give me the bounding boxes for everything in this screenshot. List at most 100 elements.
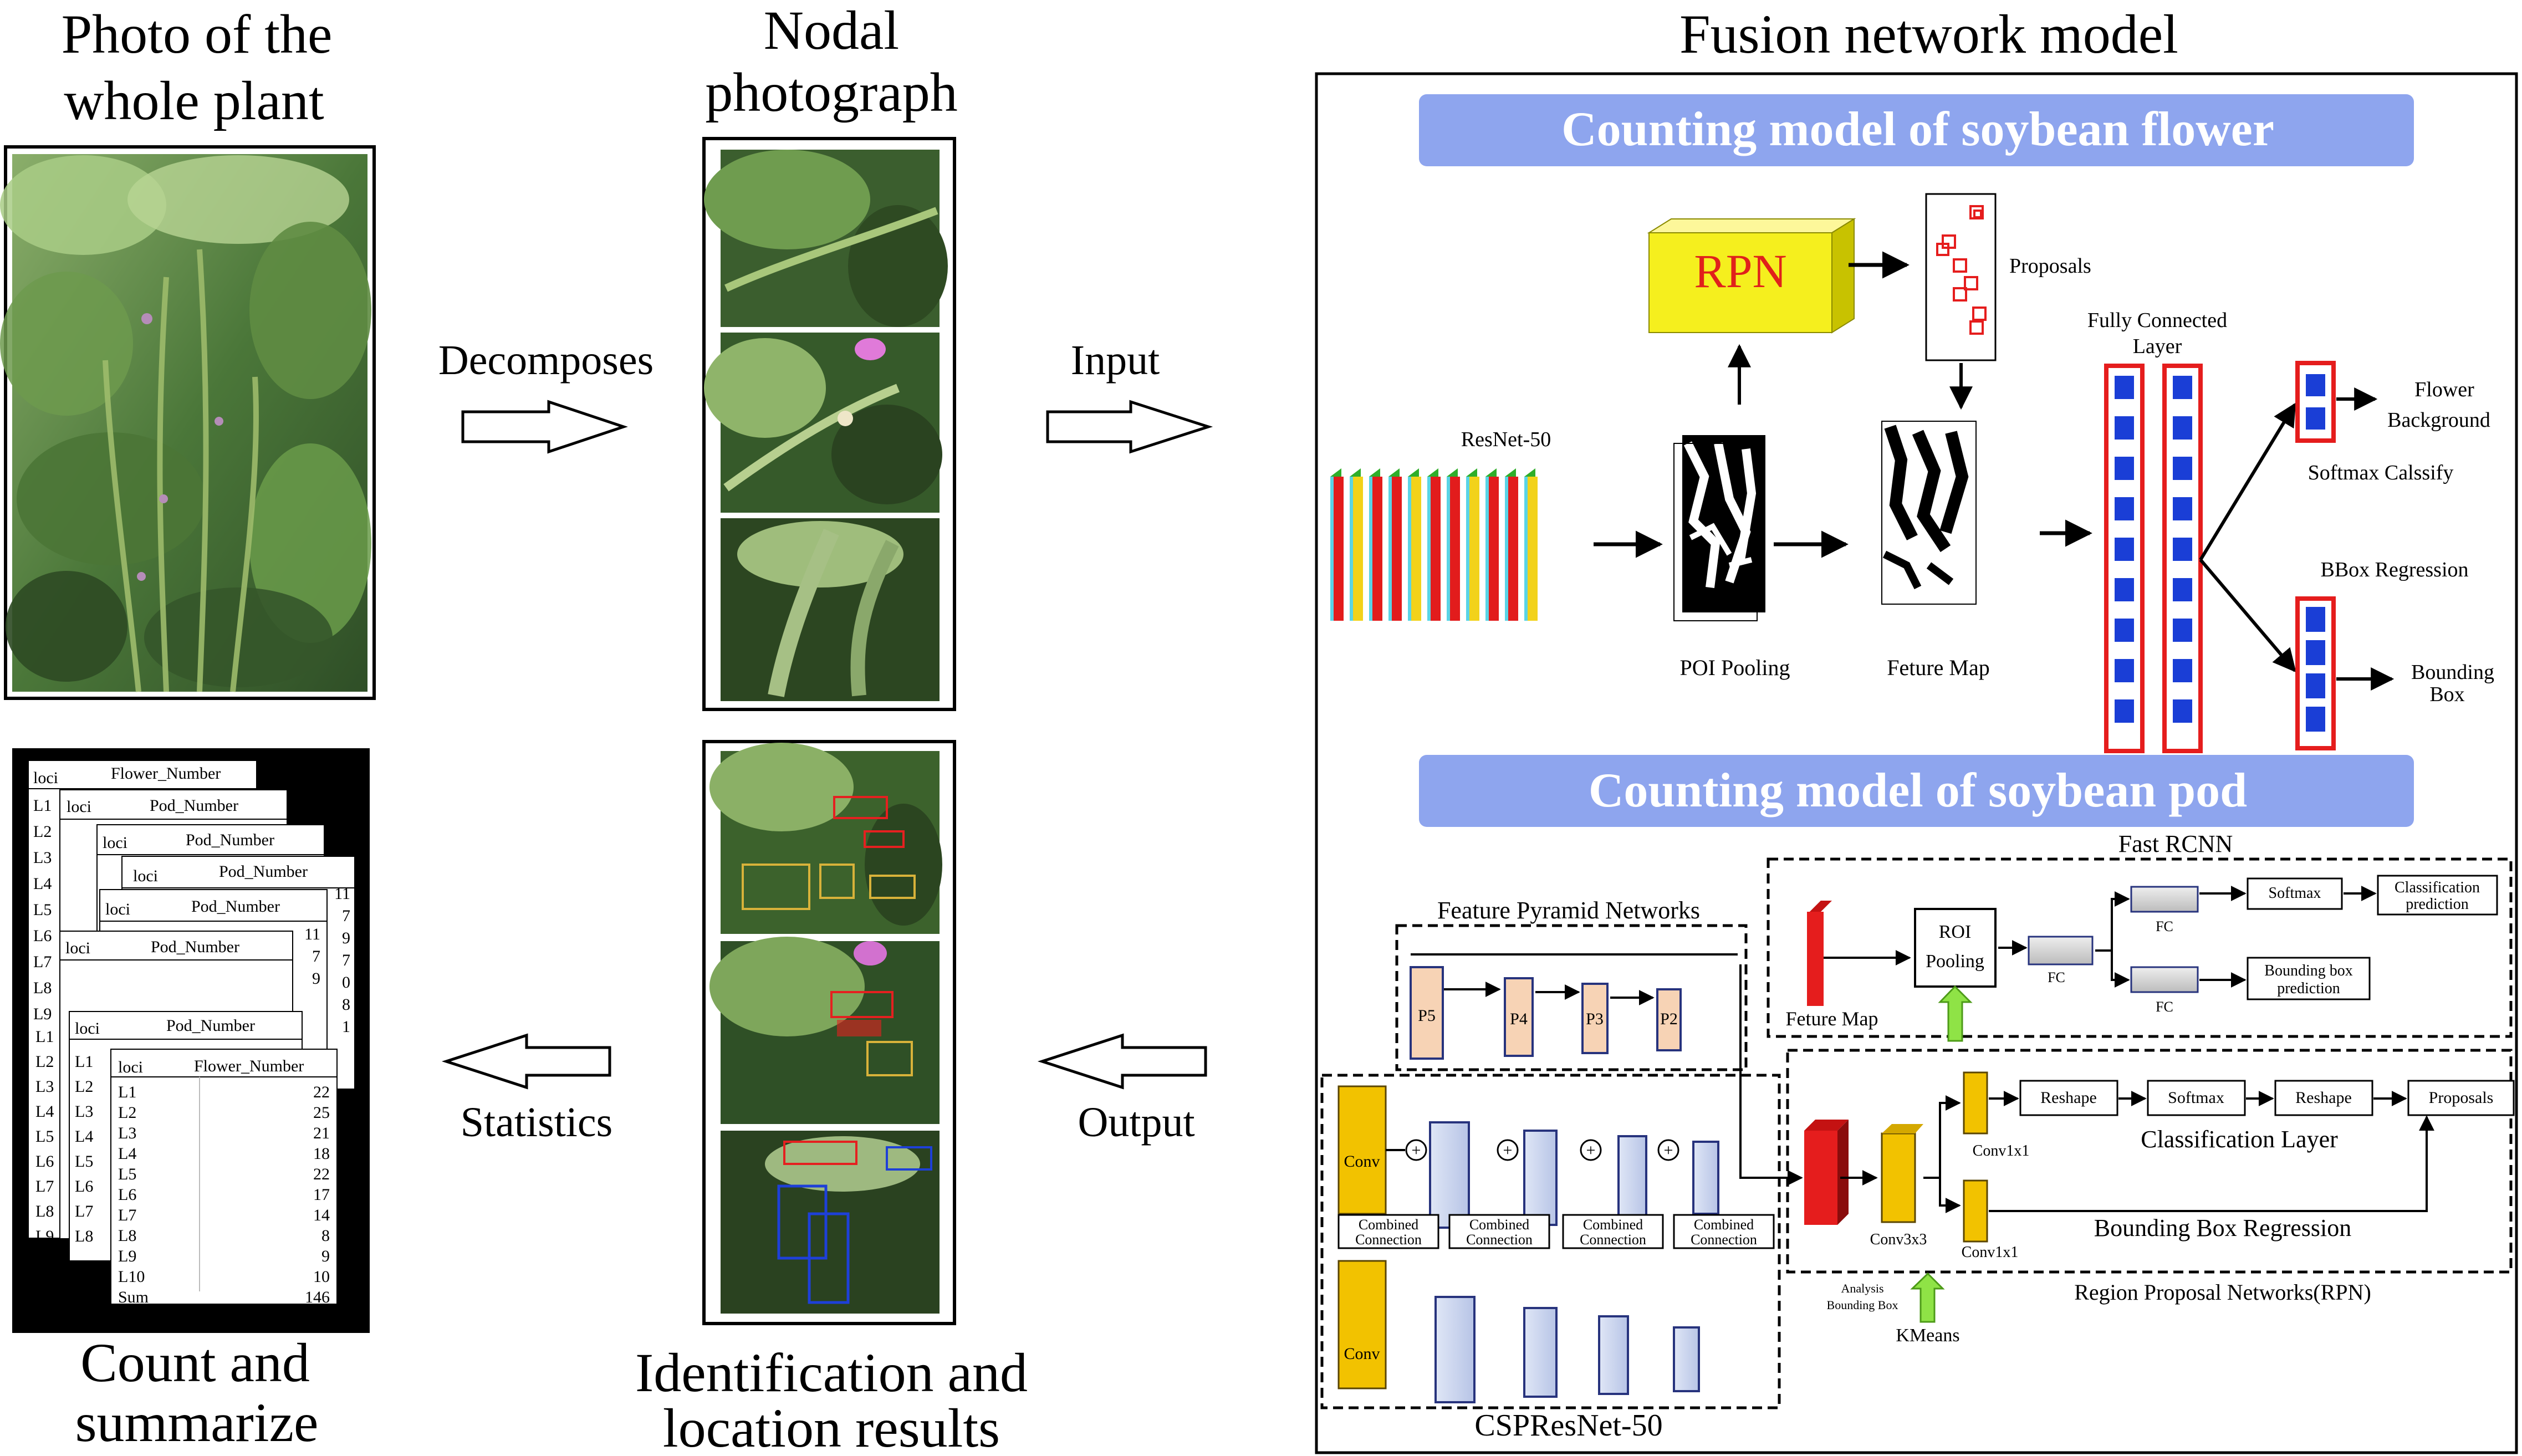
svg-text:Pod_Number: Pod_Number — [219, 862, 308, 881]
svg-text:L3: L3 — [33, 849, 52, 867]
svg-text:L3: L3 — [75, 1102, 93, 1121]
result-photo-2 — [709, 937, 940, 1124]
svg-text:prediction: prediction — [2406, 896, 2469, 913]
fpn-region — [1395, 924, 1748, 1071]
svg-text:Conv1x1: Conv1x1 — [1973, 1142, 2030, 1159]
svg-text:+: + — [1664, 1141, 1673, 1159]
backbone-region — [1320, 1074, 1781, 1409]
table-row-value: 25 — [313, 1104, 330, 1122]
table-row-value: 18 — [313, 1145, 330, 1163]
input-arrow — [1046, 400, 1213, 454]
nodal-photographs — [702, 137, 956, 711]
svg-text:7: 7 — [342, 951, 350, 969]
svg-text:Region Proposal Networks(RPN): Region Proposal Networks(RPN) — [2074, 1280, 2371, 1305]
backbone-label: CSPResNet-50 — [1474, 1408, 1662, 1443]
svg-text:Counting model of soybean flow: Counting model of soybean flower — [1561, 103, 2274, 156]
svg-text:L8: L8 — [33, 979, 52, 997]
svg-text:Combined: Combined — [1359, 1217, 1418, 1233]
table-row-value: 22 — [313, 1165, 330, 1183]
svg-text:KMeans: KMeans — [1896, 1325, 1959, 1346]
backbone-block — [1673, 1326, 1700, 1392]
svg-text:Reshape: Reshape — [2040, 1089, 2097, 1107]
output-arrow — [1037, 1033, 1207, 1090]
svg-text:L1: L1 — [75, 1053, 93, 1071]
svg-text:Conv3x3: Conv3x3 — [1870, 1231, 1927, 1248]
svg-text:P5: P5 — [1418, 1007, 1436, 1025]
fc-cell — [2115, 497, 2134, 520]
svg-text:0: 0 — [342, 973, 350, 992]
svg-text:P3: P3 — [1586, 1010, 1604, 1028]
svg-text:Pod_Number: Pod_Number — [150, 796, 238, 815]
pod-banner: Counting model of soybean pod — [1419, 755, 2414, 827]
combined-connection-box — [1337, 1214, 1439, 1249]
fpn-p2: P2 — [1656, 988, 1682, 1051]
combined-connection-box — [1562, 1214, 1664, 1249]
proposals-image: Proposals — [1925, 193, 2091, 361]
svg-text:7: 7 — [312, 947, 320, 965]
svg-text:L6: L6 — [35, 1152, 54, 1171]
svg-text:Bounding Box Regression: Bounding Box Regression — [2094, 1214, 2351, 1242]
svg-text:+: + — [1503, 1141, 1513, 1159]
roi-pooling-box: ROI Pooling — [1914, 908, 1997, 988]
svg-text:Fully Connected: Fully Connected — [2087, 309, 2227, 332]
svg-text:loci: loci — [103, 834, 127, 852]
whole-plant-photo — [0, 145, 376, 700]
svg-text:Counting model of soybean pod: Counting model of soybean pod — [1589, 764, 2247, 818]
svg-text:Pod_Number: Pod_Number — [191, 897, 280, 916]
table-row-value: 22 — [313, 1083, 330, 1101]
table-row-value: 14 — [313, 1206, 330, 1224]
identification-results — [702, 740, 956, 1325]
fc-cell — [2173, 538, 2192, 561]
add-node-icon — [1497, 1139, 1519, 1161]
rpn-box: RPN — [1647, 218, 1856, 334]
svg-text:Combined: Combined — [1469, 1217, 1529, 1233]
svg-text:Flower: Flower — [2414, 378, 2474, 401]
svg-text:11: 11 — [304, 925, 320, 943]
left-bottom-title: Count and summarize — [75, 1332, 319, 1453]
svg-text:loci: loci — [65, 939, 90, 957]
svg-text:1: 1 — [342, 1018, 350, 1036]
result-photo-1 — [709, 743, 942, 934]
svg-text:ROI: ROI — [1939, 922, 1972, 942]
decomposes-arrow — [461, 400, 628, 454]
fc-cell — [2115, 538, 2134, 561]
svg-text:Connection: Connection — [1691, 1232, 1757, 1248]
backbone-block — [1523, 1307, 1558, 1398]
add-node-icon — [1405, 1139, 1427, 1161]
flower-banner: Counting model of soybean flower — [1419, 94, 2414, 166]
fast-rcnn-fc: FC FC FC Softmax Classification predicti… — [1998, 875, 2498, 1015]
arrow-output-label: Output — [1078, 1099, 1194, 1146]
svg-text:+: + — [1412, 1141, 1421, 1159]
svg-text:Softmax Calssify: Softmax Calssify — [2308, 461, 2454, 484]
svg-text:Layer: Layer — [2133, 335, 2182, 358]
svg-text:11: 11 — [334, 885, 350, 903]
table-row-label: L3 — [118, 1124, 136, 1142]
svg-text:loci: loci — [67, 798, 91, 816]
nodal-photo-2 — [704, 333, 942, 513]
svg-text:L10: L10 — [35, 1252, 62, 1270]
fast-rcnn-region — [1767, 857, 2513, 1038]
rpn-label: RPN — [1694, 244, 1786, 298]
fpn-p3: P3 — [1581, 983, 1609, 1054]
resnet-stack: ResNet-50 — [1330, 428, 1551, 621]
arrow-fc-bbox — [2199, 559, 2296, 673]
svg-text:Background: Background — [2387, 408, 2490, 432]
fc-cell — [2173, 619, 2192, 642]
svg-text:8: 8 — [342, 995, 350, 1014]
svg-text:L1: L1 — [35, 1028, 54, 1046]
table-row-label: L2 — [118, 1104, 136, 1122]
left-title-line1: Photo of the — [62, 3, 333, 65]
svg-text:BBox Regression: BBox Regression — [2320, 558, 2468, 581]
middle-bottom-title: Identification and location results — [635, 1342, 1028, 1456]
svg-text:loci: loci — [133, 867, 158, 885]
svg-text:loci: loci — [75, 1019, 100, 1038]
svg-text:Sum: Sum — [35, 1277, 66, 1295]
backbone-block — [1692, 1141, 1719, 1215]
svg-text:photograph: photograph — [705, 62, 957, 123]
svg-text:L4: L4 — [35, 1102, 54, 1121]
svg-text:L7: L7 — [35, 1177, 54, 1196]
svg-text:P4: P4 — [1510, 1010, 1528, 1028]
feature-map-pod: Feture Map — [1786, 901, 1878, 1030]
svg-text:Connection: Connection — [1355, 1232, 1422, 1248]
